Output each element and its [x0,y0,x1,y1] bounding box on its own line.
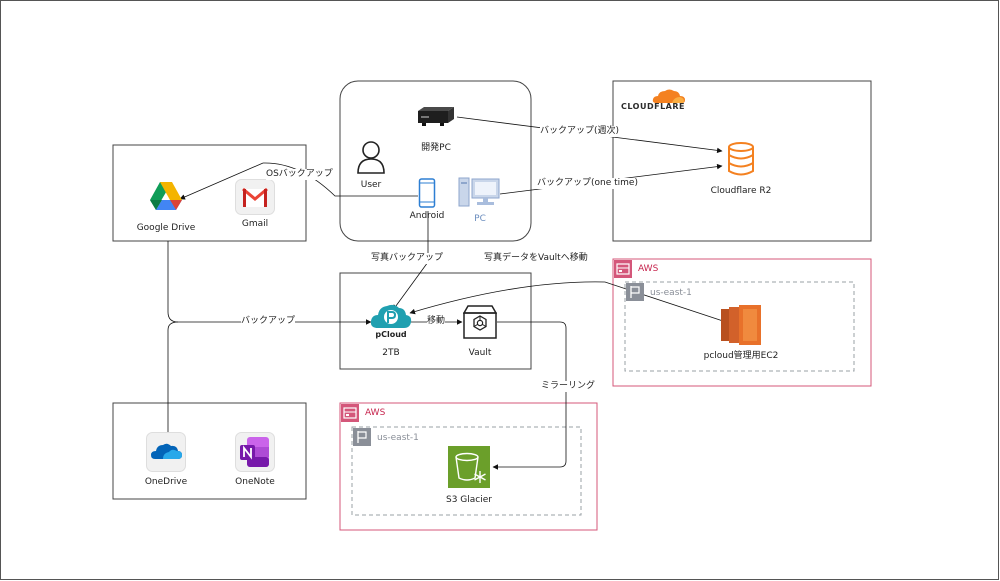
pcloud-icon [370,303,412,333]
gmail-icon [235,179,275,219]
region-label-2: us-east-1 [377,433,419,443]
user-devices-box [339,80,532,242]
google-box [112,144,307,242]
android-label: Android [409,211,445,221]
aws-label-1: AWS [638,264,659,274]
google-drive-label: Google Drive [136,223,196,233]
edge-label-photo-backup: 写真バックアップ [371,253,444,264]
pcloud-logo-text: pCloud [375,330,407,339]
onenote-icon [235,432,275,476]
ec2-label: pcloud管理用EC2 [703,351,779,361]
edge-label-os-backup: OSバックアップ [266,169,333,180]
region-group-1 [624,281,855,372]
edge-label-mirroring: ミラーリング [541,381,596,392]
vault-label: Vault [468,348,492,358]
cloudflare-logo-text: CLOUDFLARE [621,102,685,111]
edge-vault-glacier [492,321,567,470]
google-drive-icon [148,180,184,218]
region-flag-icon-1 [626,283,644,305]
region-group-2 [351,426,582,516]
android-phone-icon [418,178,436,212]
aws-group-2 [339,402,598,531]
vault-icon [462,305,498,343]
edge-ec2-pcloud [409,281,724,322]
pcloud-size-label: 2TB [382,348,400,358]
region-label-1: us-east-1 [650,288,692,298]
onedrive-label: OneDrive [144,477,188,487]
pcloud-box [339,272,532,370]
s3-glacier-label: S3 Glacier [446,495,492,505]
database-icon [726,142,756,180]
cloudflare-cloud-icon [652,88,686,108]
pc-label: PC [474,214,486,224]
edge-label-move-to-vault: 写真データをVaultへ移動 [484,253,588,264]
onedrive-icon [146,432,186,476]
s3-glacier-icon [448,446,490,492]
edge-label-backup-weekly: バックアップ(週次) [540,126,620,137]
microsoft-box [112,402,307,500]
edge-onedrive-pcloud [167,321,179,440]
dev-pc-label: 開発PC [421,143,451,153]
pc-icon [458,176,500,214]
aws-cloud-group-icon-1 [614,260,632,282]
onenote-label: OneNote [235,477,275,487]
aws-group-1 [612,258,872,387]
ec2-instance-icon [721,305,761,349]
aws-cloud-group-icon-2 [341,404,359,426]
region-flag-icon-2 [353,428,371,450]
edge-gdrive-pcloud [167,241,372,325]
aws-label-2: AWS [365,408,386,418]
cloudflare-box [612,80,872,242]
edge-label-backup-one-time: バックアップ(one time) [537,178,638,189]
user-icon [356,140,386,178]
edge-label-move: 移動 [427,316,446,327]
user-label: User [360,180,382,190]
edge-label-backup: バックアップ [241,316,296,327]
gmail-label: Gmail [241,219,269,229]
cloudflare-r2-label: Cloudflare R2 [710,186,772,196]
dev-pc-icon [416,107,456,131]
